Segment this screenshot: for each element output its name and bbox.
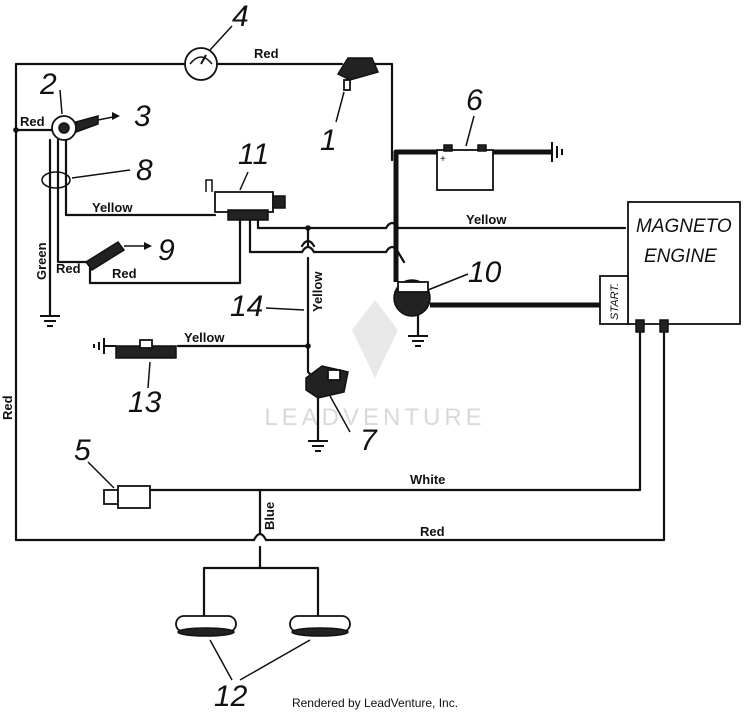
wire-sw11-b [248, 218, 406, 264]
callout-1: 1 [320, 124, 337, 157]
callout-6: 6 [466, 84, 483, 117]
switch-component-1 [336, 57, 380, 91]
footer-credit: Rendered by LeadVenture, Inc. [291, 696, 459, 710]
battery: + [436, 144, 494, 191]
watermark: LEADVENTURE [264, 300, 485, 431]
label-red-key: Red [20, 114, 45, 129]
ammeter-gauge [184, 47, 218, 81]
magneto-engine-box: MAGNETO ENGINE START. [599, 201, 741, 333]
ground-symbols [40, 142, 563, 452]
label-blue: Blue [262, 502, 277, 530]
callout-13: 13 [128, 386, 162, 419]
callout-14: 14 [230, 290, 263, 323]
label-yellow-ign: Yellow [92, 200, 133, 215]
svg-text:+: + [440, 154, 446, 165]
callout-12: 12 [214, 680, 248, 713]
jump-arcs [252, 221, 400, 542]
starter-solenoid [393, 279, 431, 317]
wire-red-plug2 [88, 218, 242, 285]
callout-11: 11 [238, 138, 269, 171]
label-white: White [410, 472, 445, 487]
wire-yellow-ign [64, 138, 217, 217]
label-red-plug: Red [56, 261, 81, 276]
engine-start-tab: START. [609, 283, 621, 320]
switch-component-11 [205, 179, 286, 221]
label-green: Green [34, 242, 49, 280]
headlights [175, 615, 351, 637]
label-yellow-vertical: Yellow [310, 271, 325, 312]
label-yellow-right: Yellow [466, 212, 507, 227]
switch-component-13 [115, 339, 177, 359]
wire-red-plug [56, 138, 90, 264]
callout-9: 9 [158, 234, 175, 267]
label-yellow-13: Yellow [184, 330, 225, 345]
engine-label-engine: ENGINE [644, 246, 717, 267]
callout-5: 5 [74, 434, 91, 467]
watermark-text: LEADVENTURE [264, 404, 485, 431]
wire-red-top [14, 62, 394, 542]
callout-7: 7 [360, 424, 378, 457]
connector-component-5 [103, 485, 151, 509]
label-red-left: Red [0, 395, 15, 420]
key-switch [51, 112, 120, 141]
callout-8: 8 [136, 154, 153, 187]
switch-component-7 [305, 365, 349, 399]
wire-white [148, 328, 642, 492]
wire-sw11-a [256, 218, 627, 230]
spark-plug [84, 240, 152, 272]
label-red-plug2: Red [112, 266, 137, 281]
callout-10: 10 [468, 256, 502, 289]
callout-2: 2 [39, 68, 57, 101]
label-red-bottom: Red [420, 524, 445, 539]
callout-4: 4 [232, 0, 249, 33]
wire-red-bottom [14, 328, 666, 542]
label-red-top: Red [254, 46, 279, 61]
callout-leaders [59, 25, 475, 681]
wire-bundle-clamp [41, 171, 71, 189]
wire-blue [202, 488, 320, 620]
callout-3: 3 [134, 100, 151, 133]
cable-battery [393, 149, 438, 282]
engine-label-magneto: MAGNETO [636, 216, 732, 237]
